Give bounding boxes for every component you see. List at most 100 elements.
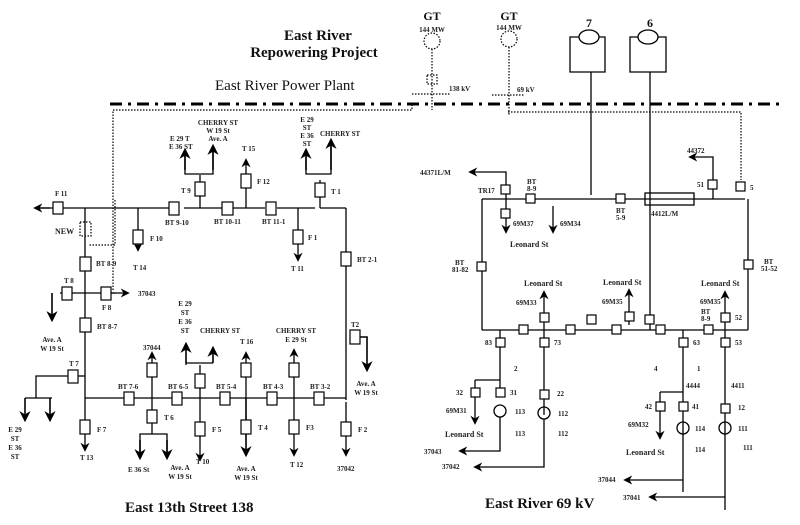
label-t6: T 6 xyxy=(164,414,174,422)
breaker-bt76 xyxy=(123,391,135,406)
gt-generator-1: GT 144 MW 138 kV xyxy=(412,9,470,110)
label-t1b: CHERRY ST xyxy=(320,130,360,138)
breaker-f2 xyxy=(340,421,352,437)
breaker-bt43 xyxy=(266,391,278,406)
label-bt87: BT 8-7 xyxy=(97,323,118,331)
label-bt76: BT 7-6 xyxy=(118,383,139,391)
label-t2a2: W 19 St xyxy=(354,389,378,397)
label-t2a1: Ave. A xyxy=(356,380,375,388)
label-f8: F 8 xyxy=(102,304,112,312)
breaker-bt87 xyxy=(79,317,92,333)
label-t4: T 4 xyxy=(258,424,268,432)
label-bt43: BT 4-3 xyxy=(263,383,284,391)
gt1-voltage: 138 kV xyxy=(449,85,470,93)
label-t3a2: E 29 St xyxy=(285,336,307,344)
gt2-name: GT xyxy=(500,9,517,23)
label-69m35b: 69M35 xyxy=(700,298,721,306)
label-53: 53 xyxy=(735,339,743,347)
label-t9b3: Ave. A xyxy=(208,135,227,143)
breaker-12 xyxy=(720,403,731,414)
breaker-5 xyxy=(735,181,746,192)
label-51: 51 xyxy=(697,181,705,189)
label-bt8182a: BT xyxy=(455,259,465,267)
breaker-f12 xyxy=(240,173,252,189)
breaker-bt111 xyxy=(265,201,277,216)
label-83: 83 xyxy=(485,339,493,347)
breaker-bt21 xyxy=(340,251,352,267)
breaker-icon xyxy=(426,74,438,85)
label-t7a3: E 36 xyxy=(8,444,22,452)
label-73: 73 xyxy=(554,339,562,347)
label-t2: T2 xyxy=(351,321,360,329)
label-t9: T 9 xyxy=(181,187,191,195)
label-t8load1: Ave. A xyxy=(42,336,61,344)
label-52: 52 xyxy=(735,314,743,322)
label-t3a1: CHERRY ST xyxy=(276,327,316,335)
label-t10: T 10 xyxy=(196,458,210,466)
generator-icon xyxy=(423,32,441,50)
label-37044-a: 37044 xyxy=(143,344,161,352)
label-t1: T 1 xyxy=(331,188,341,196)
label-t11: T 11 xyxy=(291,265,304,273)
project-title-line2: Repowering Project xyxy=(250,45,378,61)
label-leonard3: Leonard St xyxy=(603,278,642,287)
label-bt21: BT 2-1 xyxy=(357,256,378,264)
label-bt89a: BT xyxy=(527,178,537,186)
label-44371: 44371L/M xyxy=(420,169,451,177)
breaker-22 xyxy=(539,389,550,400)
breaker-52 xyxy=(720,312,731,323)
label-f11: F 11 xyxy=(55,190,68,198)
label-t9a1: E 29 T xyxy=(170,135,190,143)
label-t12: T 12 xyxy=(290,461,304,469)
breaker-32 xyxy=(470,387,481,398)
breaker-31 xyxy=(495,387,506,398)
label-t1a2: ST xyxy=(303,124,312,132)
label-69m31: 69M31 xyxy=(446,407,467,415)
breaker-bt910 xyxy=(168,201,180,216)
generator-icon xyxy=(637,29,659,45)
label-5: 5 xyxy=(750,184,754,192)
east-river-69kv: 44371L/M TR17 BT 8-9 69M37 Leonard St 69… xyxy=(420,147,778,512)
breaker-bus-3 xyxy=(611,324,622,335)
label-bt59b: 5-9 xyxy=(616,214,626,222)
label-37041: 37041 xyxy=(623,494,641,502)
label-t7a2: ST xyxy=(11,435,20,443)
breaker-t7 xyxy=(67,369,79,384)
label-114: 114 xyxy=(695,425,706,433)
label-bt89: BT 8-9 xyxy=(96,260,117,268)
label-113: 113 xyxy=(515,408,526,416)
label-leonard4: Leonard St xyxy=(701,279,740,288)
label-111: 111 xyxy=(738,425,748,433)
label-t4a2: W 19 St xyxy=(234,474,258,482)
breaker-69m35a xyxy=(624,311,635,322)
label-114b: 114 xyxy=(695,446,706,454)
breaker-41 xyxy=(678,401,689,412)
east-river-title: East River 69 kV xyxy=(485,496,594,512)
label-32: 32 xyxy=(456,389,464,397)
unit-7: 7 xyxy=(569,16,606,195)
breaker-bus-1 xyxy=(518,324,529,335)
label-37043-b: 37043 xyxy=(424,448,442,456)
label-42: 42 xyxy=(645,403,653,411)
breaker-t16 xyxy=(240,362,252,378)
label-f1: F 1 xyxy=(308,234,318,242)
breaker-bt1011 xyxy=(221,201,234,216)
label-4411: 4411 xyxy=(731,382,745,390)
label-t5a4: ST xyxy=(181,327,190,335)
gt2-rating: 144 MW xyxy=(496,24,522,32)
breaker-bus-4 xyxy=(655,324,666,335)
label-bt32: BT 3-2 xyxy=(310,383,331,391)
label-t1a3: E 36 xyxy=(300,132,314,140)
label-t15: T 15 xyxy=(242,145,256,153)
breaker-tr17 xyxy=(500,184,511,195)
label-bt65: BT 6-5 xyxy=(168,383,189,391)
breaker-bus-2 xyxy=(565,324,576,335)
breaker-37044 xyxy=(146,362,158,378)
breaker-t9 xyxy=(194,181,206,197)
unit-6: 6 xyxy=(629,16,667,330)
breaker-63 xyxy=(678,337,689,348)
label-bt910: BT 9-10 xyxy=(165,219,189,227)
transformer-113 xyxy=(493,404,507,418)
east13-title: East 13th Street 138 xyxy=(125,500,253,516)
